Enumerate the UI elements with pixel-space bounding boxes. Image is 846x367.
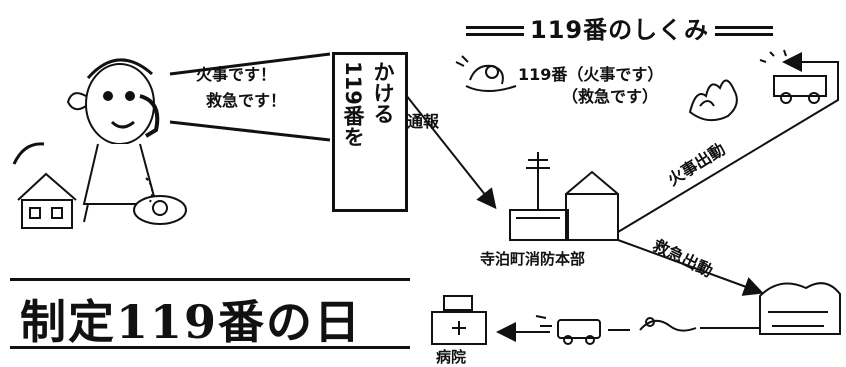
fire-scene-illustration [688, 49, 827, 122]
fire-headquarters-building [509, 152, 619, 241]
hospital-label: 病院 [436, 348, 467, 366]
hospital-building [431, 295, 487, 345]
report-arrow [401, 89, 497, 210]
dispatcher-caption: 119番（火事です） （救急です） [518, 64, 663, 108]
call-119-box: 119番を かける [332, 52, 408, 212]
dispatcher-caption-line-2: （救急です） [562, 87, 659, 106]
dispatcher-illustration [455, 55, 517, 92]
headquarters-label: 寺泊町消防本部 [480, 250, 586, 268]
ambulance-dispatch-line [617, 239, 764, 296]
accident-scene-illustration [759, 282, 841, 335]
banner-title: 制定119番の日 [20, 295, 363, 349]
call-box-col-2: かける [371, 61, 395, 124]
dispatcher-caption-line-1: 119番（火事です） [518, 65, 664, 84]
speech-line-fire: 火事です！ [196, 65, 277, 84]
house-illustration [12, 142, 77, 229]
speech-line-bottom [169, 120, 331, 142]
ambulance-illustration [535, 315, 601, 345]
report-label: 通報 [407, 112, 440, 131]
diagram-title: 119番のしくみ [460, 10, 779, 45]
banner-rule-top [10, 278, 410, 281]
fire-dispatch-line [617, 52, 839, 233]
title-rule-left [466, 26, 524, 36]
injured-person-illustration [639, 317, 697, 332]
telephone-illustration [133, 177, 187, 225]
title-rule-right [715, 26, 774, 36]
call-box-col-1: 119番を [341, 61, 365, 147]
caller-girl-illustration [66, 58, 160, 223]
banner-rule-bottom [10, 346, 410, 349]
speech-line-top [169, 52, 331, 76]
caller-speech: 火事です！ 救急です！ [196, 62, 286, 114]
speech-line-ambulance: 救急です！ [206, 91, 287, 110]
